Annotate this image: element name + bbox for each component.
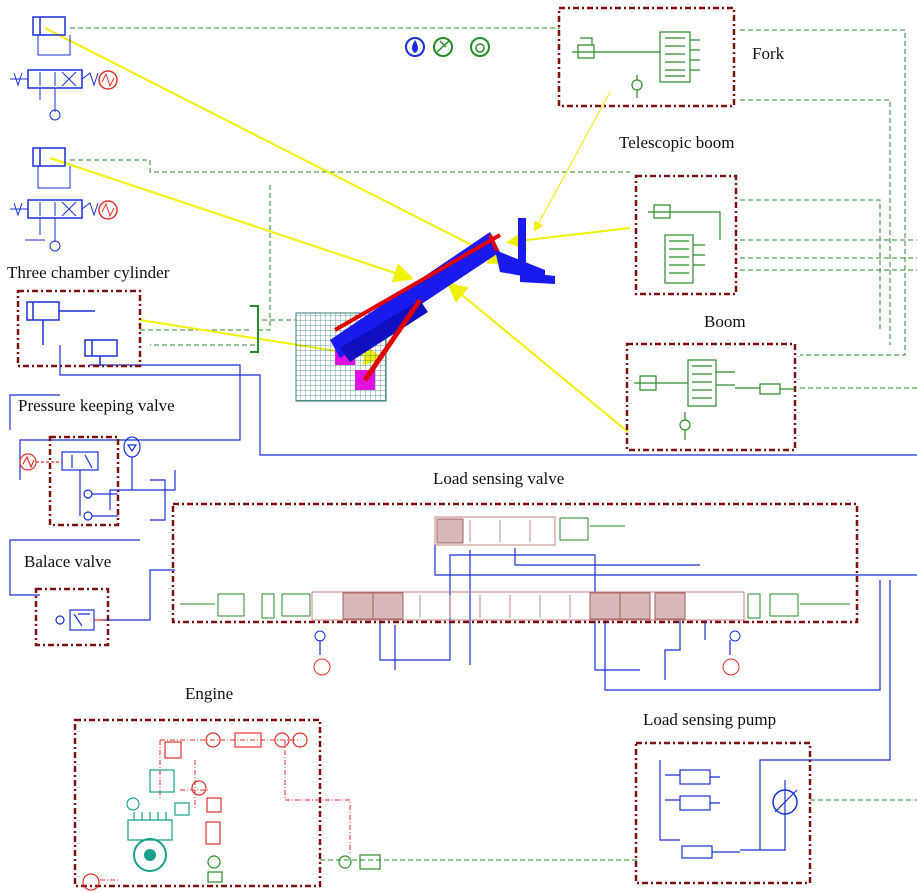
balace-valve-components — [55, 609, 104, 631]
fork-valve-components — [572, 31, 700, 98]
pressure-keeping-valve-group — [48, 435, 120, 527]
label-fork: Fork — [752, 44, 785, 63]
boom-valve-components — [634, 359, 795, 440]
balace-valve-group — [34, 587, 110, 647]
label-load-sensing-valve: Load sensing valve — [433, 469, 565, 488]
engine-group — [73, 718, 322, 888]
three-chamber-cylinder-group — [16, 289, 142, 368]
pointer-arrows — [44, 27, 631, 433]
hydraulic-lines — [9, 345, 917, 851]
three-chamber-cylinder-components — [26, 301, 118, 366]
water-drop-icon — [405, 37, 425, 57]
label-pressure-keeping-valve: Pressure keeping valve — [18, 396, 175, 415]
signal-lines — [100, 739, 351, 881]
connector-bracket — [250, 305, 259, 353]
pressure-keeping-valve-components — [19, 436, 141, 521]
boom-3d-model — [295, 218, 555, 402]
environment-icon — [470, 37, 490, 57]
load-sensing-pump-components — [665, 769, 798, 859]
group-boxes — [16, 6, 859, 888]
boom-group — [625, 342, 797, 452]
load-sensing-valve-group — [171, 502, 859, 624]
label-engine: Engine — [185, 684, 234, 703]
telescopic-boom-valve-components — [648, 204, 721, 284]
engine-components — [82, 732, 381, 891]
control-lines — [70, 27, 917, 861]
label-balace-valve: Balace valve — [24, 552, 112, 571]
label-load-sensing-pump: Load sensing pump — [643, 710, 777, 729]
label-telescopic-boom: Telescopic boom — [619, 133, 735, 152]
boom-cylinder-module — [10, 147, 118, 252]
hydraulic-icon — [433, 37, 453, 57]
load-sensing-valve-components — [180, 516, 850, 676]
fork-group — [557, 6, 736, 108]
label-boom: Boom — [704, 312, 746, 331]
label-three-chamber-cylinder: Three chamber cylinder — [7, 263, 170, 282]
telescopic-boom-group — [634, 174, 738, 296]
fork-cylinder-module — [10, 16, 118, 121]
top-icons — [405, 37, 490, 57]
load-sensing-pump-group — [634, 741, 812, 885]
